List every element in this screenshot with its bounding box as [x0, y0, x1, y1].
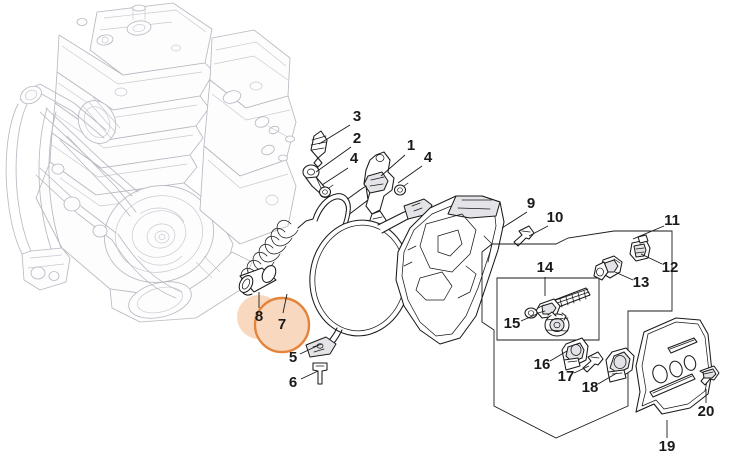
callout-10: 10	[547, 209, 564, 226]
callout-20: 20	[698, 403, 715, 420]
callout-18: 18	[582, 379, 599, 396]
callout-2: 2	[353, 130, 361, 147]
callout-5: 5	[289, 349, 297, 366]
engine-housing	[5, 2, 297, 323]
brake-band-assembly	[305, 193, 433, 385]
part-10-screw	[513, 225, 535, 247]
bracket-group	[561, 337, 635, 383]
callout-15: 15	[504, 315, 521, 332]
part-14-tensioner-screw	[535, 287, 591, 319]
callout-3: 3	[353, 108, 361, 125]
part-20-nut	[699, 365, 720, 386]
callout-6: 6	[289, 374, 297, 391]
sprocket-cover-assembly	[635, 317, 720, 415]
kit-14-boundary	[496, 277, 600, 341]
hand-guard-assembly	[395, 195, 535, 345]
callout-17: 17	[558, 368, 575, 385]
part-17-screw	[582, 351, 604, 373]
callout-1: 1	[407, 137, 415, 154]
callout-12: 12	[662, 259, 679, 276]
part-4-clip-left	[318, 184, 334, 198]
callout-numbers: 1 2 3 4 4 5 6 7 8 9 10 11 12 13 14 15 16…	[255, 108, 715, 455]
part-3-spring-pin	[310, 130, 328, 168]
leader-lines	[258, 124, 707, 438]
callout-14: 14	[537, 259, 554, 276]
callout-8: 8	[255, 308, 263, 325]
kit-11-boundary	[481, 230, 673, 439]
highlight-layer	[237, 295, 311, 354]
callout-4-right: 4	[424, 149, 433, 166]
callout-9: 9	[527, 195, 535, 212]
part-9-hand-guard	[395, 195, 505, 345]
tensioner-assembly	[524, 287, 591, 337]
callout-7: 7	[278, 316, 286, 333]
callout-19: 19	[659, 438, 676, 455]
callout-11: 11	[664, 212, 680, 229]
brake-spring-group	[238, 218, 314, 296]
callout-4-left: 4	[350, 150, 359, 167]
part-19-sprocket-cover	[635, 317, 713, 415]
part-4-clip-right	[393, 182, 409, 196]
callout-13: 13	[633, 274, 650, 291]
tensioner-gear	[544, 311, 570, 337]
part-8-spring-sleeve	[238, 265, 277, 293]
part-16-bracket	[561, 337, 589, 371]
highlight-brake-spring	[253, 296, 311, 354]
part-6-screw	[312, 362, 328, 385]
part-18-nut-plate	[605, 347, 635, 383]
callout-16: 16	[534, 356, 551, 373]
